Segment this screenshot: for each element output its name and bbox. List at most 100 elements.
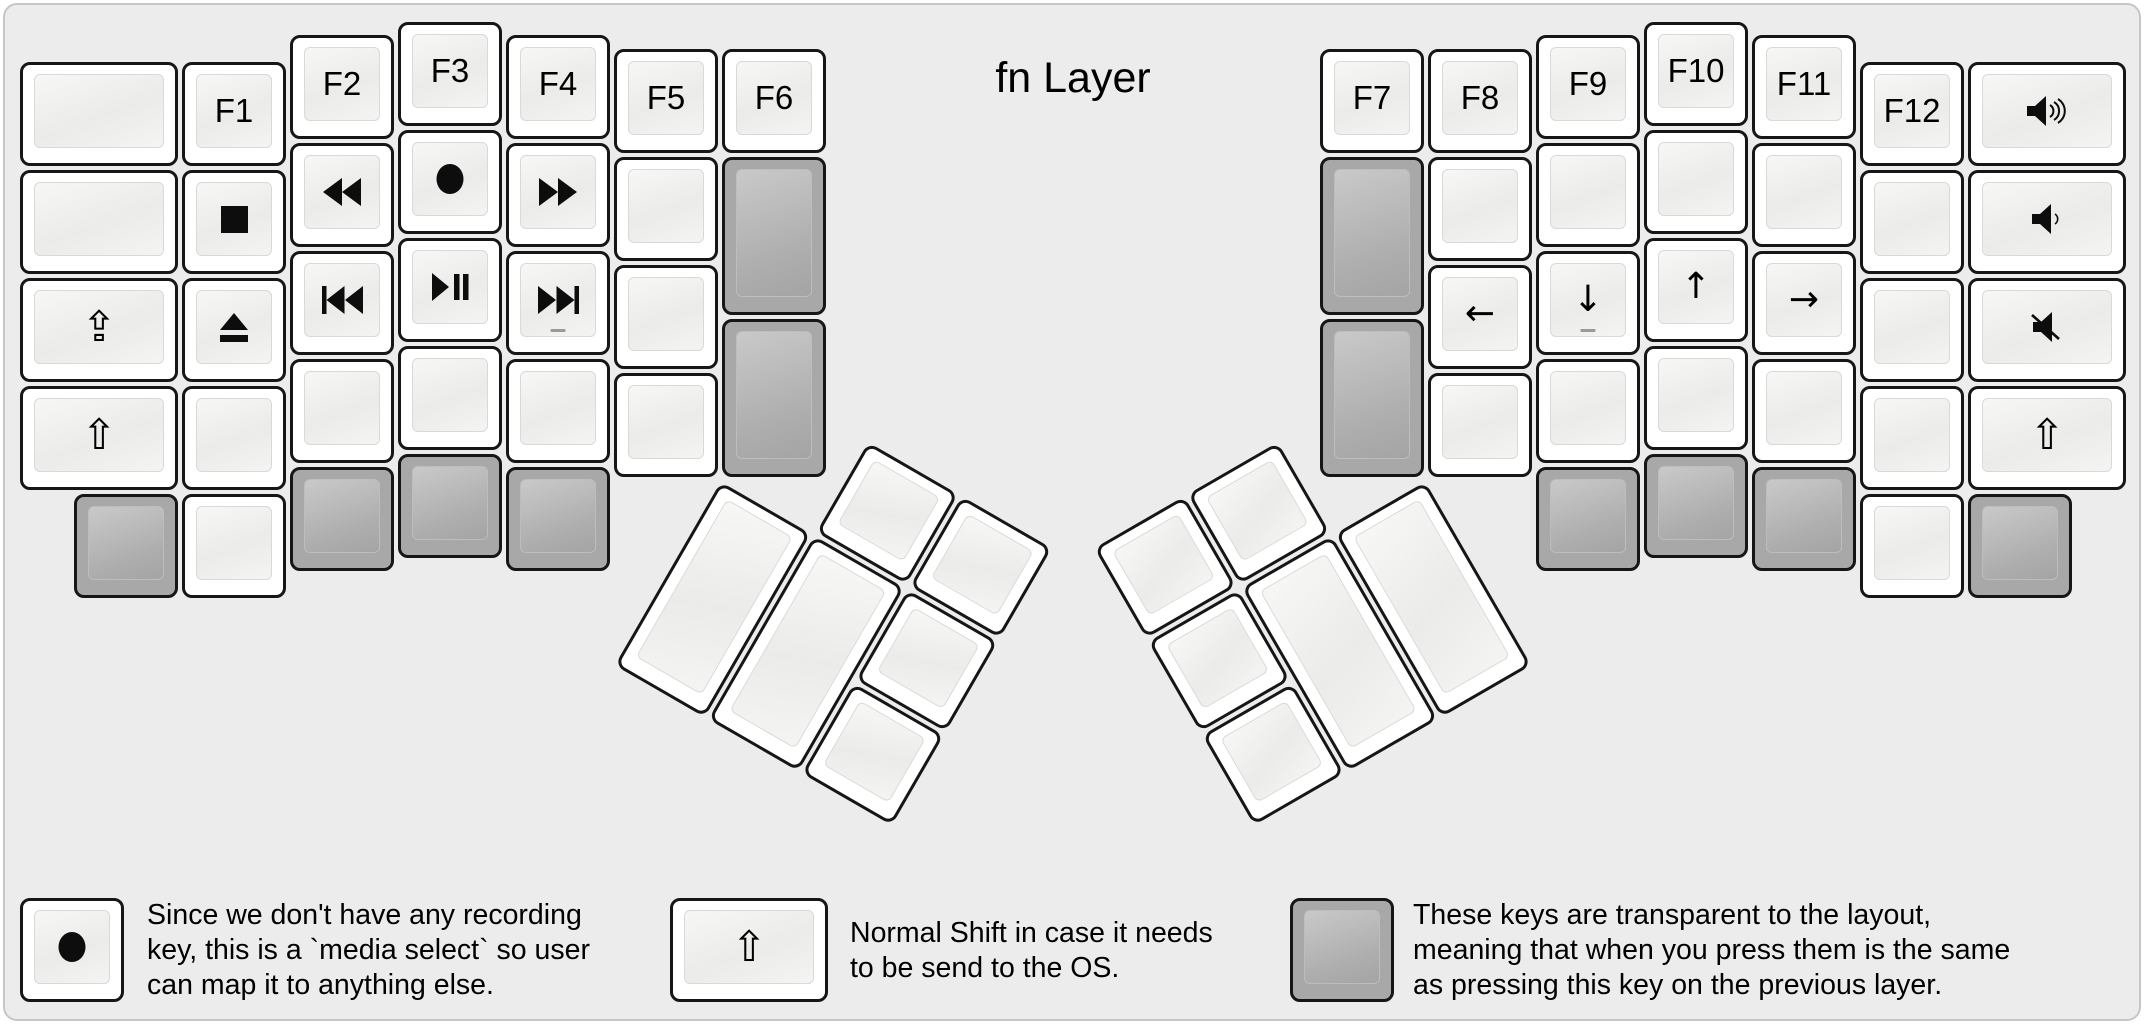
- keycap-surface: [1550, 479, 1626, 553]
- key-blank: [1642, 128, 1750, 236]
- keycap-surface: [412, 142, 488, 216]
- key-f11: F11: [1750, 33, 1858, 141]
- key-f1: F1: [180, 60, 288, 168]
- play-pause-icon: [431, 273, 469, 301]
- keycap: [398, 130, 502, 234]
- keycap-surface: [88, 506, 164, 580]
- key-stop: [180, 168, 288, 276]
- key-shift: ⇧: [1966, 384, 2128, 492]
- key-blank: [1426, 155, 1534, 263]
- legend-line: Normal Shift in case it needs: [850, 917, 1213, 949]
- eject-icon: [217, 312, 251, 342]
- key-caps-lock: ⇪: [18, 276, 180, 384]
- arrow-up-icon: ↑: [1680, 266, 1712, 307]
- key-f8: F8: [1426, 47, 1534, 155]
- keycap: [182, 386, 286, 490]
- keycap: [614, 157, 718, 261]
- keycap: [1644, 346, 1748, 450]
- keycap-surface: [304, 371, 380, 445]
- keycap: ⇪: [20, 278, 178, 382]
- keycap-surface: [304, 479, 380, 553]
- key-blank: [1426, 371, 1534, 479]
- key-arrow-up: ↑: [1642, 236, 1750, 344]
- prev-track-icon: [321, 286, 363, 314]
- keycap-surface: ↑: [1658, 250, 1734, 324]
- key-transparent: [1318, 155, 1426, 317]
- keycap: [398, 346, 502, 450]
- key-transparent: [1534, 465, 1642, 573]
- key-volume-mute: [1966, 276, 2128, 384]
- key-label: F3: [430, 52, 470, 89]
- legend-media-select-key: [18, 896, 126, 1004]
- keycap: [506, 467, 610, 571]
- key-label: F4: [538, 65, 578, 102]
- keycap-surface: [1304, 910, 1380, 984]
- key-label: F6: [754, 79, 794, 116]
- key-transparent: [720, 155, 828, 317]
- keycap: →: [1752, 251, 1856, 355]
- keycap-surface: F2: [304, 47, 380, 121]
- volume-mute-icon: [2029, 311, 2065, 343]
- keycap: [74, 494, 178, 598]
- keycap-surface: F8: [1442, 61, 1518, 135]
- keycap: F10: [1644, 22, 1748, 126]
- legend-line: These keys are transparent to the layout…: [1413, 899, 1932, 931]
- keycap: [398, 238, 502, 342]
- keycap: F3: [398, 22, 502, 126]
- keycap: [1536, 143, 1640, 247]
- key-label: F8: [1460, 79, 1500, 116]
- next-track-icon: [537, 286, 579, 314]
- keycap: [290, 251, 394, 355]
- keycap: F7: [1320, 49, 1424, 153]
- keycap-surface: F3: [412, 34, 488, 108]
- keycap-surface: [628, 169, 704, 243]
- keycap-surface: [34, 74, 164, 148]
- key-blank: [180, 384, 288, 492]
- key-f4: F4: [504, 33, 612, 141]
- key-blank: [1750, 141, 1858, 249]
- keycap: [1860, 386, 1964, 490]
- keycap-surface: [930, 513, 1034, 616]
- key-label: F1: [214, 92, 254, 129]
- legend-line: to be send to the OS.: [850, 952, 1120, 984]
- keycap: [1752, 467, 1856, 571]
- keycap: ⇧: [670, 898, 828, 1002]
- keycap-surface: ←: [1442, 277, 1518, 351]
- keycap-surface: [1658, 142, 1734, 216]
- arrow-right-icon: →: [1788, 279, 1820, 320]
- legend-text-normal-shift: Normal Shift in case it needs to be send…: [850, 916, 1213, 986]
- keycap-surface: [520, 479, 596, 553]
- keycap: [290, 143, 394, 247]
- key-label: F9: [1568, 65, 1608, 102]
- keycap-surface: [1766, 371, 1842, 445]
- keycap-surface: [520, 371, 596, 445]
- keycap: [20, 170, 178, 274]
- keycap: [722, 157, 826, 315]
- key-blank: [612, 371, 720, 479]
- keycap: [1860, 170, 1964, 274]
- volume-up-icon: [2026, 95, 2068, 127]
- keycap-surface: [628, 385, 704, 459]
- keycap: [182, 278, 286, 382]
- key-rewind: [288, 141, 396, 249]
- key-blank: [612, 155, 720, 263]
- keycap: [20, 898, 124, 1002]
- keycap-surface: F7: [1334, 61, 1410, 135]
- key-fast-forward: [504, 141, 612, 249]
- keycap: [722, 319, 826, 477]
- record-icon: [435, 163, 465, 195]
- key-blank: [1858, 492, 1966, 600]
- shift-icon: ⇧: [81, 410, 117, 459]
- key-transparent: [1642, 452, 1750, 560]
- key-play-pause: [396, 236, 504, 344]
- keycap-surface: F12: [1874, 74, 1950, 148]
- keycap: F6: [722, 49, 826, 153]
- keycap-surface: [1874, 506, 1950, 580]
- keycap: [1536, 467, 1640, 571]
- key-label: F12: [1883, 92, 1941, 129]
- keycap: [1320, 157, 1424, 315]
- key-arrow-down: ↓: [1534, 249, 1642, 357]
- keycap-surface: [196, 398, 272, 472]
- legend-shift-key-icon: ⇧: [731, 922, 767, 971]
- keycap: F4: [506, 35, 610, 139]
